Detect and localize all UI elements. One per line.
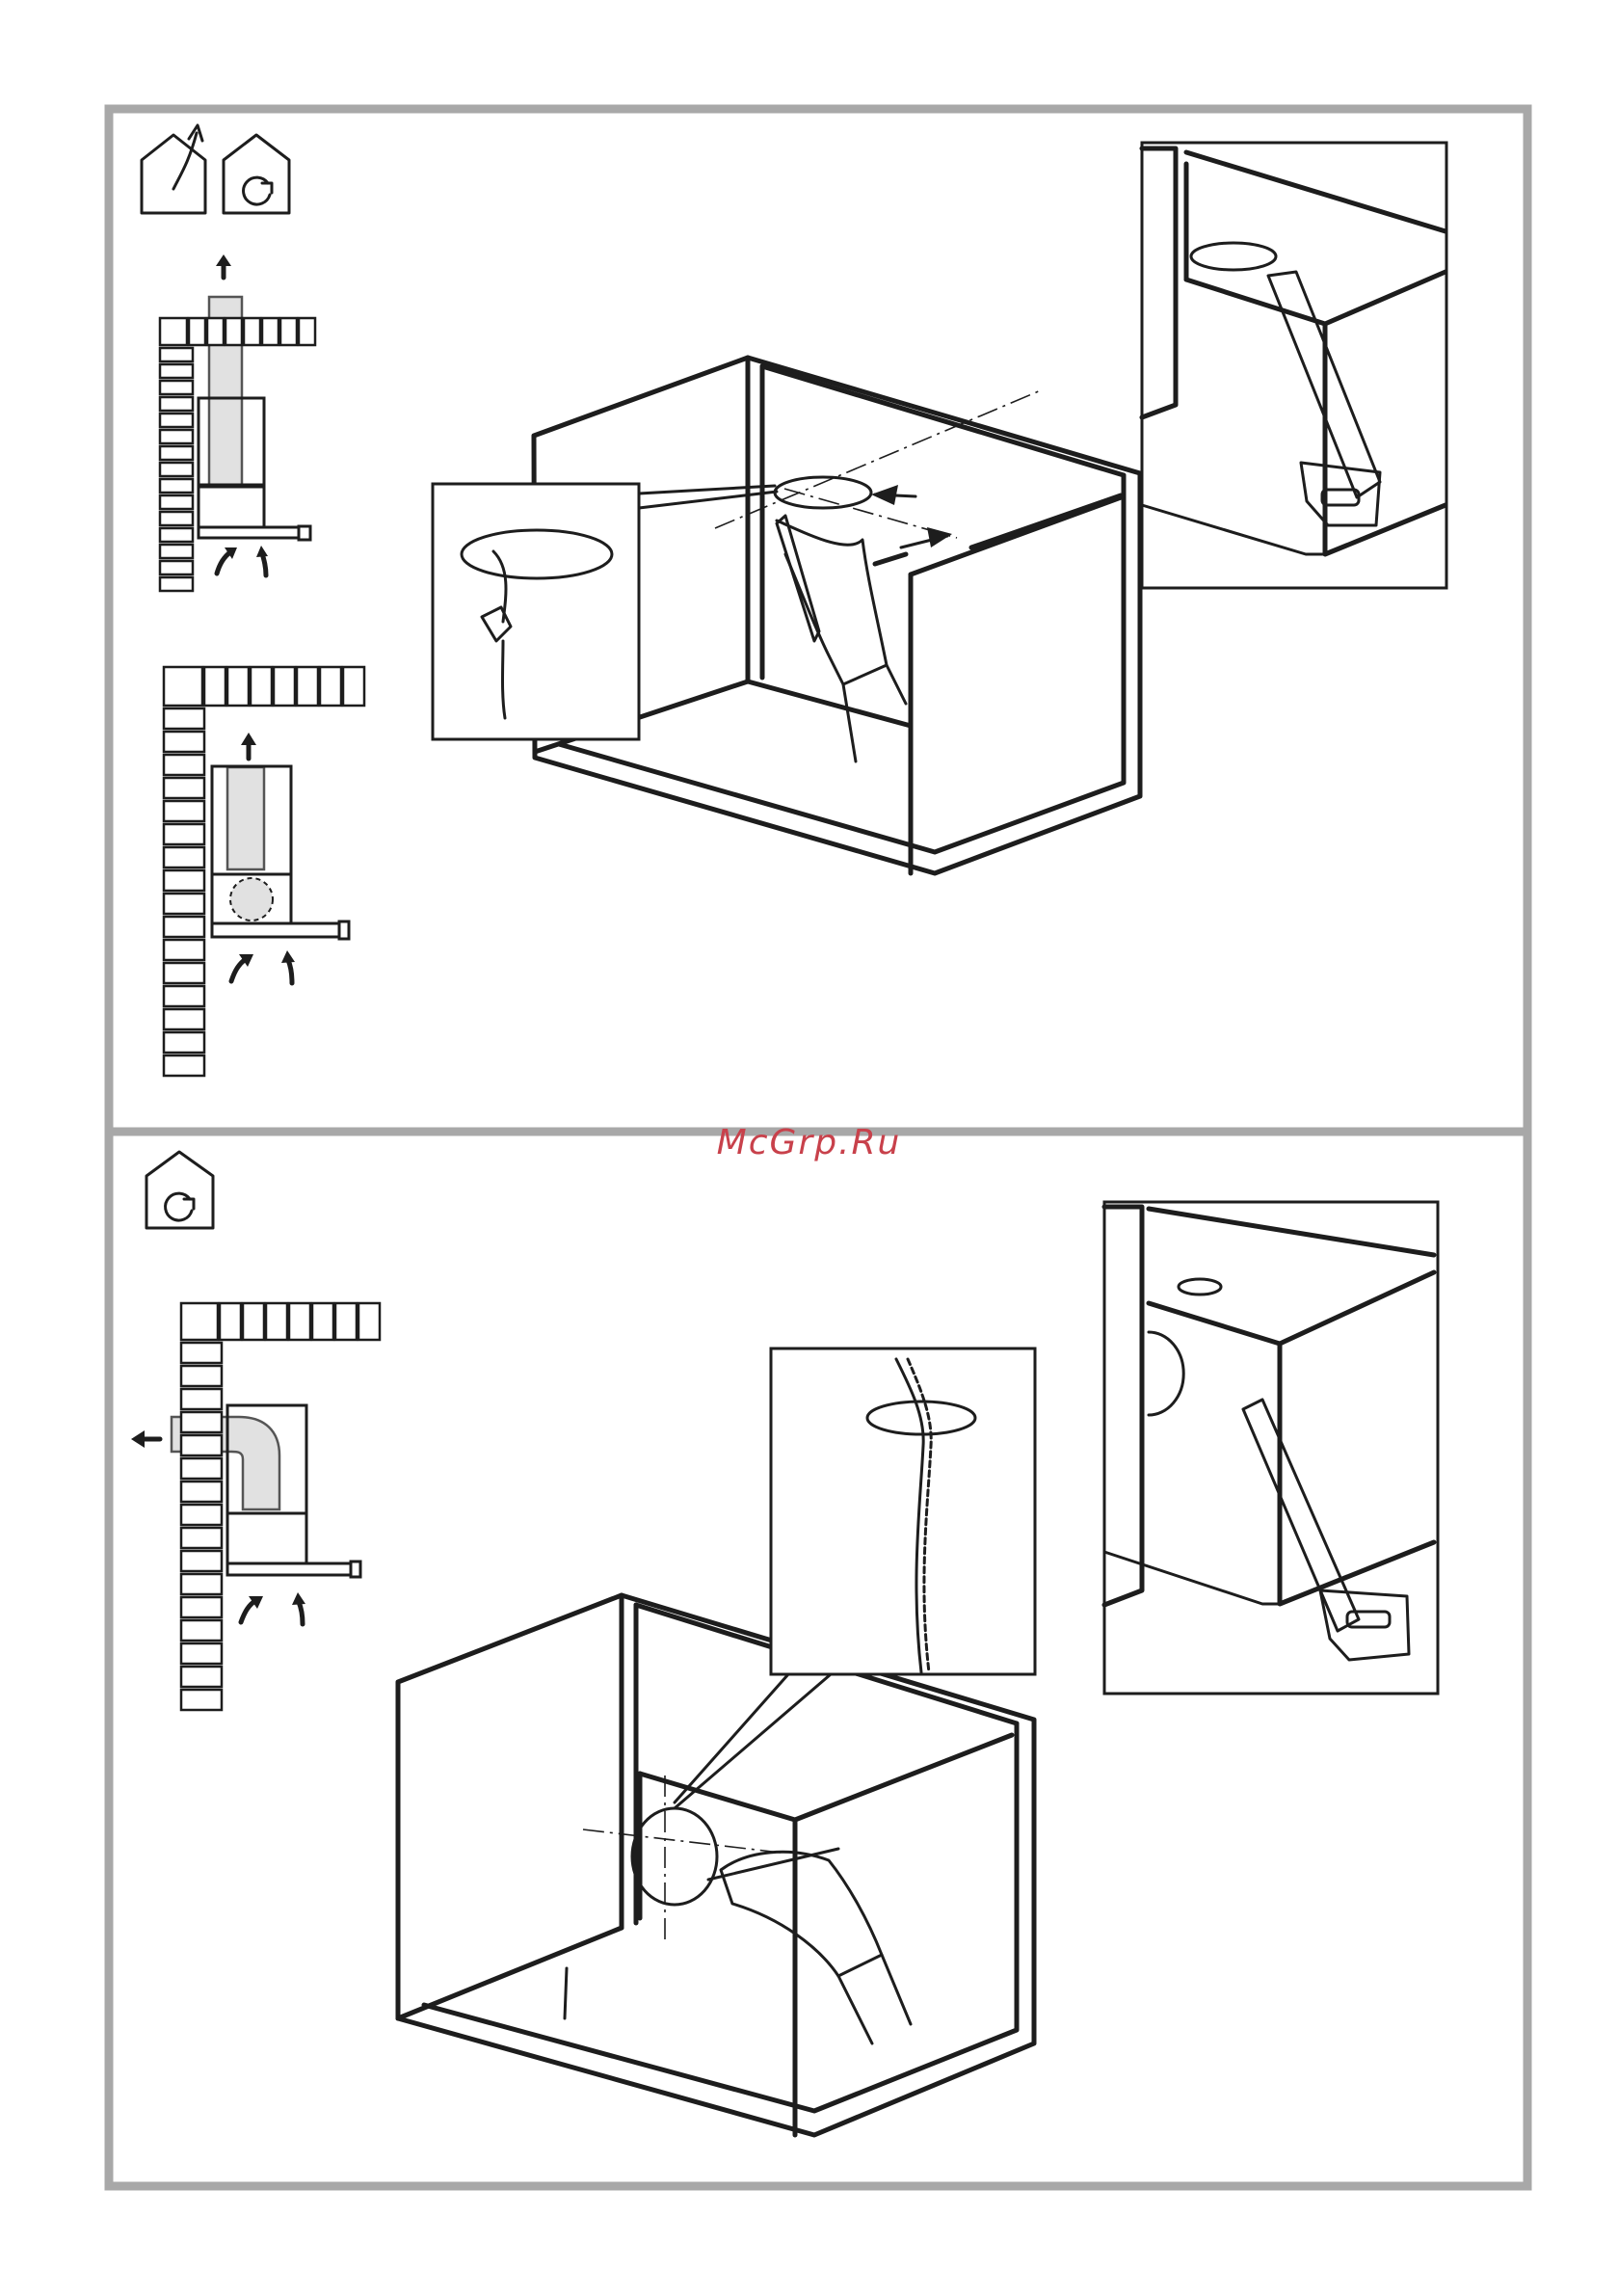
brick — [181, 1343, 222, 1363]
brick — [358, 1303, 380, 1340]
brick — [189, 318, 205, 345]
brick — [164, 870, 204, 891]
cabinet-bottom — [398, 1595, 1034, 2135]
brick — [181, 1690, 222, 1710]
top-panel-frame — [109, 109, 1527, 1132]
brick — [181, 1551, 222, 1571]
watermark: McGrp.Ru — [0, 1123, 1618, 1162]
recirculation-mode-icon-bottom — [146, 1152, 213, 1228]
brick — [244, 318, 260, 345]
brick — [335, 1303, 357, 1340]
brick — [160, 364, 193, 378]
brick — [181, 1505, 222, 1525]
brick — [164, 801, 204, 821]
brick — [164, 847, 204, 868]
wall-diagram-recirculating — [212, 733, 349, 983]
brick — [164, 1032, 204, 1053]
brick — [160, 577, 193, 591]
brick — [320, 667, 341, 706]
brick — [207, 318, 224, 345]
brick — [160, 463, 193, 476]
brick — [262, 318, 279, 345]
brick — [274, 667, 295, 706]
brick — [160, 430, 193, 443]
brick — [160, 414, 193, 427]
brick — [164, 824, 204, 844]
brick — [343, 667, 364, 706]
brick — [164, 732, 204, 752]
brick — [297, 667, 318, 706]
brick — [225, 318, 242, 345]
brick — [312, 1303, 333, 1340]
brick — [181, 1643, 222, 1664]
brick — [181, 1458, 222, 1479]
brick — [160, 512, 193, 525]
brick — [181, 1528, 222, 1548]
ducted-mode-icon — [142, 125, 205, 213]
brick — [181, 1366, 222, 1386]
brick — [164, 894, 204, 914]
brick — [181, 1482, 222, 1502]
brick — [181, 1303, 218, 1340]
inset-cable-side — [675, 1348, 1035, 1808]
brick — [280, 318, 297, 345]
brick — [160, 561, 193, 574]
brick — [204, 667, 225, 706]
inset-cable-hole — [433, 484, 777, 739]
brick — [164, 1055, 204, 1076]
brick — [160, 397, 193, 411]
brick — [160, 479, 193, 493]
brick — [181, 1574, 222, 1594]
brick — [243, 1303, 264, 1340]
brick — [160, 545, 193, 558]
brick — [227, 667, 249, 706]
wall-diagram-ducted — [199, 254, 310, 575]
brick — [160, 528, 193, 542]
brick — [164, 755, 204, 775]
brick — [164, 778, 204, 798]
brick — [160, 348, 193, 361]
brick — [181, 1620, 222, 1641]
brick — [181, 1412, 222, 1432]
brick — [220, 1303, 241, 1340]
brick — [164, 667, 202, 706]
brick — [164, 708, 204, 729]
brick — [164, 963, 204, 983]
inset-saw-top — [1142, 143, 1446, 588]
brick — [160, 381, 193, 394]
brick — [181, 1389, 222, 1409]
brick — [181, 1435, 222, 1455]
brick — [164, 917, 204, 937]
brick — [160, 318, 187, 345]
recirculation-mode-icon — [224, 135, 289, 213]
brick — [266, 1303, 287, 1340]
brick — [164, 986, 204, 1006]
brick — [181, 1667, 222, 1687]
brick — [164, 1009, 204, 1029]
brick — [160, 446, 193, 460]
brick — [251, 667, 272, 706]
inset-saw-side — [1104, 1202, 1438, 1694]
brick — [299, 318, 315, 345]
brick — [164, 940, 204, 960]
wall-diagram-side-exhaust — [131, 1405, 360, 1624]
brick — [289, 1303, 310, 1340]
brick — [181, 1597, 222, 1617]
brick — [160, 495, 193, 509]
